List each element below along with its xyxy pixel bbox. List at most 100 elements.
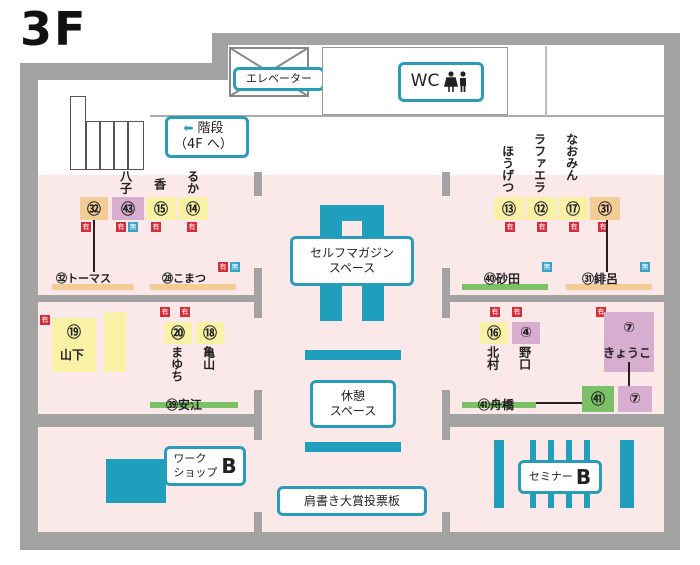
table-bar <box>52 284 134 290</box>
booth-4: ④ <box>512 322 540 344</box>
table-funabashi: ㊶舟橋 <box>478 398 515 412</box>
partition <box>442 268 450 318</box>
table-bar <box>462 284 548 290</box>
table-yamashita <box>52 318 96 372</box>
staircase <box>70 96 146 170</box>
name-naomin: なおみん <box>564 133 579 181</box>
partition <box>254 390 262 440</box>
name-kitamura: 北村 <box>485 346 500 370</box>
booth-19: ⑲ <box>67 325 81 341</box>
connector-line <box>536 402 582 404</box>
name-houjitsu: ほうげつ <box>500 145 515 193</box>
table-sunada: ㊵砂田 <box>484 272 521 286</box>
name-hachiko: 八子 <box>118 170 133 194</box>
paid-badge: 有 <box>537 222 547 232</box>
restroom-icon <box>444 71 467 92</box>
paid-badge: 有 <box>569 222 579 232</box>
stairs-label: ⬅ 階段 （4F へ） <box>165 116 249 158</box>
name-kyouko: きょうこ <box>603 346 652 360</box>
booth-14: ⑭ <box>178 197 208 220</box>
paid-badge: 有 <box>505 222 515 232</box>
connector-line <box>628 362 630 386</box>
paid-badge: 有 <box>81 222 91 232</box>
bench <box>305 442 401 452</box>
workshop-table <box>106 459 166 503</box>
free-badge: 無 <box>230 262 240 272</box>
booth-15: ⑮ <box>146 197 176 220</box>
name-lafaera: ラファエラ <box>532 133 547 193</box>
paid-badge: 有 <box>116 222 126 232</box>
paid-badge: 有 <box>187 222 197 232</box>
table-komatsu: ㉘こまつ <box>162 272 206 285</box>
wc-text: WC <box>410 71 440 92</box>
room-top-right <box>446 175 664 295</box>
booth-12: ⑫ <box>526 197 556 220</box>
paid-badge: 有 <box>151 222 161 232</box>
partition <box>442 295 664 302</box>
partition <box>442 172 450 196</box>
free-badge: 無 <box>128 222 138 232</box>
connector-line <box>93 220 95 272</box>
seminar-table <box>494 440 504 508</box>
name-ruka: るか <box>185 170 200 194</box>
paid-badge: 有 <box>40 315 50 325</box>
free-badge: 無 <box>542 262 552 272</box>
name-kaori: 香 <box>152 178 167 190</box>
partition <box>442 414 664 427</box>
booth-7b: ⑦ <box>618 386 652 412</box>
paid-badge: 有 <box>490 307 500 317</box>
booth-17: ⑰ <box>558 197 588 220</box>
booth-7a: ⑦ <box>623 320 635 336</box>
paid-badge: 有 <box>160 307 170 317</box>
partition <box>442 390 450 440</box>
seminar-table <box>620 440 634 508</box>
booth-16: ⑯ <box>480 322 508 344</box>
magazine-space-label: セルフマガジンスペース <box>290 236 414 286</box>
name-yamashita: 山下 <box>60 348 85 362</box>
name-mayuchi: まゆち <box>169 346 184 382</box>
table-bar <box>150 402 238 408</box>
booth-31: ㉛ <box>590 197 620 220</box>
booth-41: ㊶ <box>582 386 614 412</box>
connector-line <box>606 220 608 272</box>
table-bar <box>566 284 652 290</box>
workshop-label: ワークショップ B <box>164 446 246 486</box>
table-side <box>104 312 126 372</box>
wall-line <box>150 115 664 117</box>
room-top-left <box>38 175 258 295</box>
stairs-text: 階段 <box>197 120 224 136</box>
name-noguchi: 野口 <box>517 346 532 370</box>
partition <box>254 512 262 532</box>
booth-20: ⑳ <box>164 322 192 344</box>
bench <box>305 350 401 360</box>
booth-18: ⑱ <box>196 322 224 344</box>
paid-badge: 有 <box>180 307 190 317</box>
name-kameyama: 亀山 <box>201 346 216 370</box>
elevator-label: エレベーター <box>233 67 325 91</box>
booth-43: ㊸ <box>112 197 144 220</box>
partition <box>254 268 262 318</box>
free-badge: 無 <box>640 262 650 272</box>
table-bar <box>150 284 236 290</box>
arrow-left-icon: ⬅ <box>183 120 194 135</box>
shelf <box>320 205 384 221</box>
booth-13: ⑬ <box>494 197 524 220</box>
paid-badge: 有 <box>598 222 608 232</box>
partition <box>38 295 262 302</box>
partition <box>442 512 450 532</box>
table-yasue: ㊴安江 <box>166 398 203 412</box>
table-hiro: ㉛緋呂 <box>582 272 619 286</box>
wall-line <box>545 46 547 116</box>
table-thomas: ㉜トーマス <box>56 272 111 285</box>
partition <box>38 414 262 427</box>
floor-title: 3F <box>20 2 88 56</box>
booth-32: ㉜ <box>80 197 108 220</box>
paid-badge: 有 <box>512 307 522 317</box>
partition <box>254 172 262 196</box>
wc-label: WC <box>398 62 484 102</box>
paid-badge: 有 <box>596 307 606 317</box>
stairs-subtext: （4F へ） <box>174 137 233 152</box>
table-bar <box>462 402 536 408</box>
rest-space-label: 休憩スペース <box>310 380 396 428</box>
